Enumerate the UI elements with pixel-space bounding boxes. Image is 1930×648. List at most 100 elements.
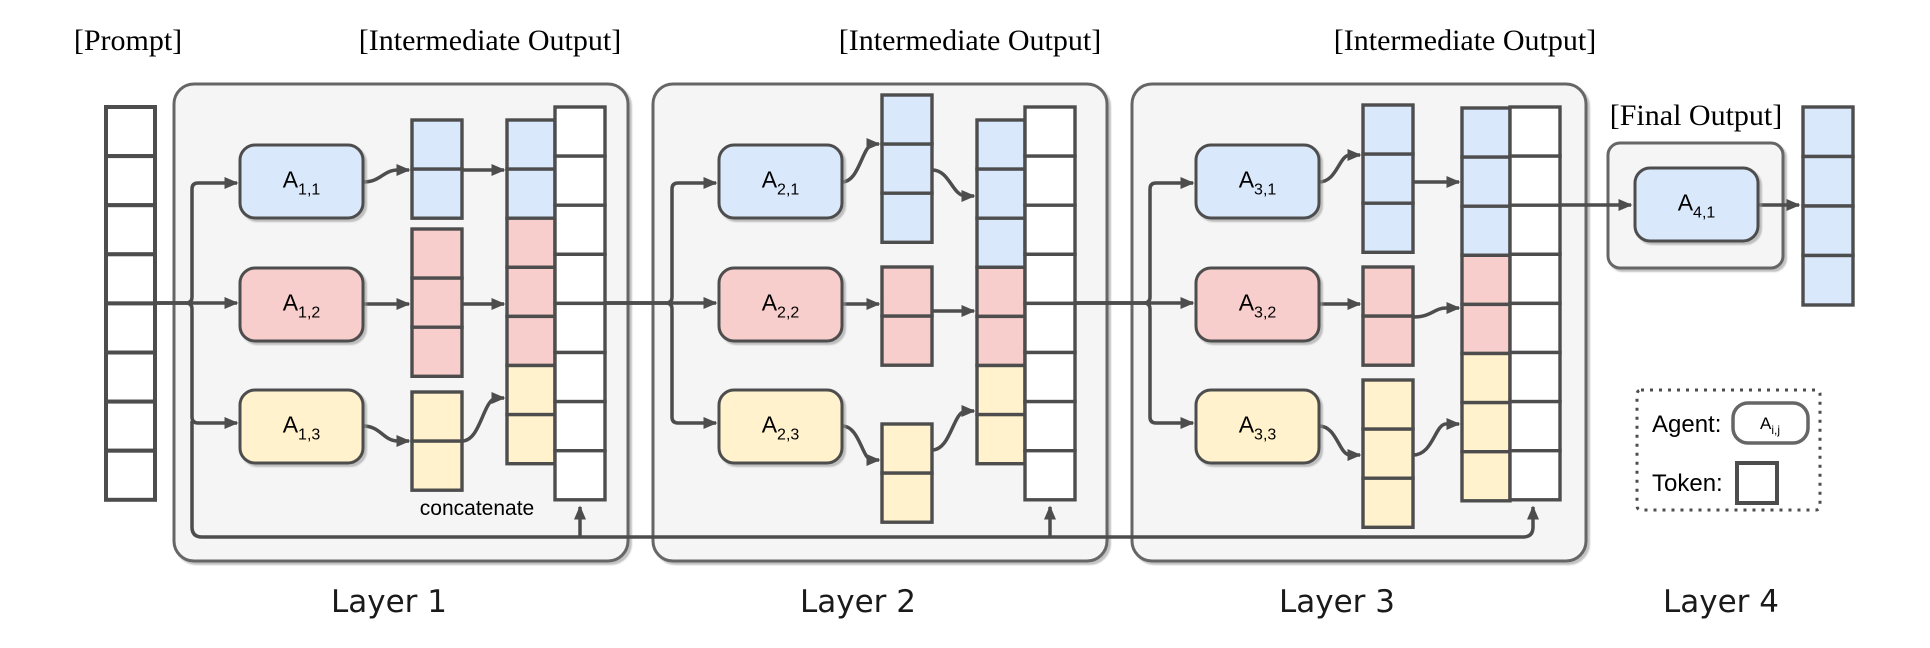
token-cell	[505, 363, 557, 417]
agent-rect	[717, 266, 844, 343]
agent-rect	[238, 388, 365, 465]
token-cell	[1361, 314, 1415, 367]
token-cell	[1023, 350, 1077, 404]
token-cell	[1023, 105, 1077, 158]
token-cell	[1361, 476, 1415, 530]
agent-rect	[1194, 143, 1321, 220]
token-cell	[1361, 427, 1415, 480]
token-cell	[410, 390, 464, 443]
agent-legend-label: Agent:	[1652, 411, 1721, 438]
agent-rect	[238, 266, 365, 343]
agent-label: A3,1	[1239, 167, 1277, 199]
connector	[605, 301, 718, 429]
token-column-l2-out-yellow	[880, 422, 934, 524]
token-column-l3-concat	[1460, 106, 1512, 503]
token-cell	[1023, 449, 1077, 502]
token-column-prompt	[104, 105, 157, 502]
token-cell	[553, 350, 607, 404]
connector	[841, 424, 881, 466]
agent-box-a31: A3,1	[1194, 143, 1321, 220]
token-cell	[410, 439, 464, 492]
token-cell	[505, 314, 557, 368]
token-cell	[880, 314, 934, 367]
token-cell	[505, 412, 557, 466]
token-cell	[1023, 252, 1077, 306]
agent-box-a21: A2,1	[717, 143, 844, 220]
agent-label: A3,2	[1239, 290, 1277, 322]
token-cell	[1460, 351, 1512, 405]
token-cell	[104, 350, 157, 404]
token-cell	[1460, 400, 1512, 454]
token-cell	[975, 167, 1027, 220]
token-column-l1-out-yellow	[410, 390, 464, 492]
token-cell	[1508, 449, 1562, 502]
agent-box-a41: A4,1	[1633, 166, 1760, 243]
label-layer-4: Layer 4	[1663, 584, 1779, 620]
agent-label: A1,3	[283, 412, 321, 444]
label-intermediate-output-2: [Intermediate Output]	[839, 24, 1101, 57]
token-column-l3-context	[1508, 105, 1562, 502]
agent-rect	[238, 143, 365, 220]
token-cell	[1023, 301, 1077, 355]
token-cell	[880, 191, 934, 244]
token-cell	[975, 363, 1027, 417]
token-cell	[505, 118, 557, 171]
token-column-l3-out-blue	[1361, 103, 1415, 254]
connector	[1318, 424, 1362, 461]
connector	[931, 405, 976, 452]
connector	[362, 424, 411, 447]
token-cell	[1460, 302, 1512, 356]
token-cell	[880, 471, 934, 524]
token-column-l2-concat	[975, 118, 1027, 466]
token-cell	[1508, 399, 1562, 453]
token-cell	[1508, 252, 1562, 306]
token-cell	[104, 105, 157, 159]
token-cell	[1460, 204, 1512, 257]
label-intermediate-output-3: [Intermediate Output]	[1334, 24, 1596, 57]
agent-rect	[1194, 266, 1321, 343]
token-cell	[553, 252, 607, 306]
connector-bypass	[190, 421, 1539, 539]
token-cell	[505, 216, 557, 269]
token-cell	[1508, 154, 1562, 207]
label-layer-1: Layer 1	[331, 584, 447, 620]
agent-label: A2,3	[762, 412, 800, 444]
token-cell	[553, 203, 607, 256]
connector	[841, 138, 881, 184]
token-cell	[1801, 253, 1855, 307]
connectors	[155, 138, 1801, 539]
token-column-l1-context	[553, 105, 607, 502]
token-cell	[1023, 399, 1077, 453]
agent-box-a11: A1,1	[238, 143, 365, 220]
token-cell	[975, 265, 1027, 319]
connector	[931, 168, 976, 202]
token-cell	[1023, 203, 1077, 256]
token-cell	[1801, 154, 1855, 208]
token-cell	[553, 301, 607, 355]
token-column-l1-out-pink	[410, 227, 464, 379]
token-cell	[975, 216, 1027, 269]
agent-box-a23: A2,3	[717, 388, 844, 465]
label-layer-2: Layer 2	[800, 584, 916, 620]
token-column-l3-out-yellow	[1361, 378, 1415, 530]
token-cell	[553, 105, 607, 158]
label-layer-3: Layer 3	[1279, 584, 1395, 620]
token-cell	[1361, 103, 1415, 156]
token-cell	[975, 314, 1027, 368]
agent-box-a32: A3,2	[1194, 266, 1321, 343]
token-cell	[880, 422, 934, 475]
token-cell	[1361, 152, 1415, 205]
label-prompt: [Prompt]	[74, 24, 182, 57]
agent-box-a22: A2,2	[717, 266, 844, 343]
agent-box-a13: A1,3	[238, 388, 365, 465]
agent-rect	[717, 388, 844, 465]
token-cell	[1460, 106, 1512, 159]
token-cell	[553, 154, 607, 207]
agent-label: A3,3	[1239, 412, 1277, 444]
connector	[362, 164, 411, 184]
token-legend-label: Token:	[1652, 470, 1723, 497]
token-cell	[410, 118, 464, 171]
legend-agent-symbol	[1731, 401, 1810, 445]
token-cell	[880, 265, 934, 318]
token-cell	[410, 276, 464, 329]
